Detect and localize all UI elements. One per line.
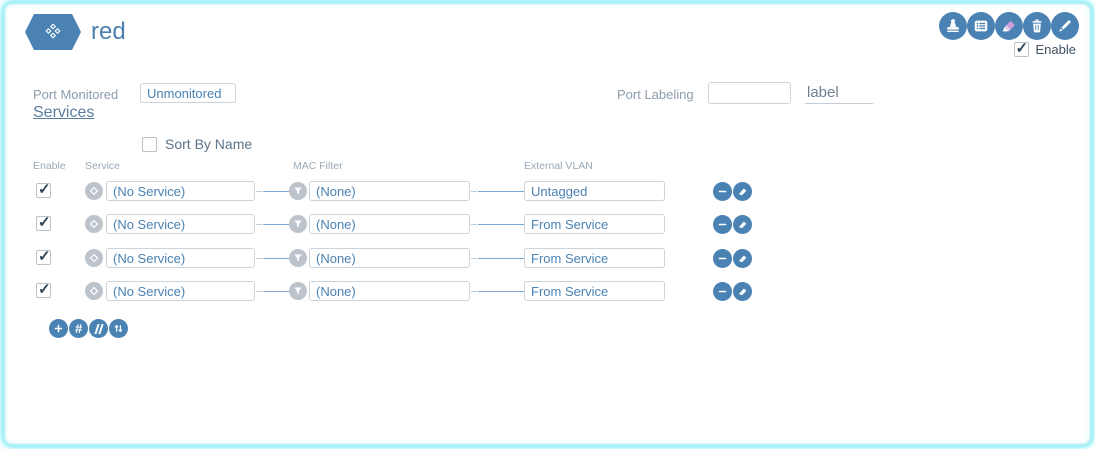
- service-row: [5, 180, 1090, 205]
- connector-line: [471, 258, 524, 259]
- port-monitored-label: Port Monitored: [33, 87, 119, 102]
- external-vlan-input[interactable]: [524, 214, 665, 234]
- connector-line: [471, 191, 524, 192]
- row-enable-checkbox[interactable]: [36, 180, 51, 198]
- list-icon: [974, 20, 988, 32]
- service-select[interactable]: [106, 181, 255, 201]
- remove-row-button[interactable]: [713, 282, 732, 301]
- minus-icon: [718, 223, 727, 226]
- pencil-icon: [1059, 19, 1072, 32]
- mac-filter-funnel-icon: [289, 249, 307, 267]
- double-slash-icon: [93, 323, 104, 334]
- sort-by-name-checkbox[interactable]: [142, 136, 157, 152]
- service-row: [5, 280, 1090, 305]
- external-vlan-input[interactable]: [524, 248, 665, 268]
- eraser-icon: [738, 288, 747, 296]
- stamp-icon: [947, 19, 959, 32]
- clone-services-button[interactable]: [89, 319, 108, 338]
- add-service-button[interactable]: [49, 319, 68, 338]
- mac-filter-select[interactable]: [309, 181, 470, 201]
- enable-label: Enable: [1035, 42, 1076, 57]
- trash-icon: [1032, 19, 1042, 33]
- service-diamond-icon: [85, 249, 103, 267]
- row-enable-checkbox[interactable]: [36, 247, 51, 265]
- plus-icon: [54, 324, 63, 333]
- service-diamond-icon: [85, 182, 103, 200]
- port-hexagon-badge: [25, 14, 81, 50]
- mac-filter-funnel-icon: [289, 215, 307, 233]
- eraser-icon: [738, 255, 747, 263]
- reorder-services-button[interactable]: [109, 319, 128, 338]
- reorder-arrows-icon: [114, 324, 123, 333]
- enable-toggle: Enable: [1013, 39, 1076, 57]
- sort-by-name-label: Sort By Name: [165, 136, 253, 152]
- service-select[interactable]: [106, 281, 255, 301]
- highlighter-icon: [1002, 21, 1015, 32]
- service-diamond-icon: [85, 215, 103, 233]
- service-select[interactable]: [106, 214, 255, 234]
- add-by-number-button[interactable]: #: [69, 319, 88, 338]
- column-header-service: Service: [85, 160, 121, 172]
- column-header-mac-filter: MAC Filter: [293, 160, 343, 172]
- services-heading-link[interactable]: Services: [33, 104, 95, 121]
- column-header-external-vlan: External VLAN: [524, 160, 593, 172]
- clear-row-button[interactable]: [733, 215, 752, 234]
- services-footer-toolbar: #: [49, 319, 128, 338]
- external-vlan-input[interactable]: [524, 181, 665, 201]
- minus-icon: [718, 257, 727, 260]
- mac-filter-select[interactable]: [309, 248, 470, 268]
- port-settings-panel: red: [3, 2, 1092, 446]
- row-enable-checkbox[interactable]: [36, 213, 51, 231]
- connector-line: [256, 191, 289, 192]
- external-vlan-input[interactable]: [524, 281, 665, 301]
- clear-row-button[interactable]: [733, 182, 752, 201]
- list-button[interactable]: [967, 12, 995, 40]
- remove-row-button[interactable]: [713, 182, 732, 201]
- connector-line: [256, 224, 289, 225]
- remove-row-button[interactable]: [713, 215, 732, 234]
- page-title: red: [91, 18, 126, 45]
- hash-icon: #: [74, 321, 83, 336]
- enable-checkbox[interactable]: [1013, 39, 1029, 57]
- remove-row-button[interactable]: [713, 249, 732, 268]
- header-toolbar: [939, 12, 1079, 40]
- column-header-enable: Enable: [33, 160, 66, 172]
- service-row: [5, 247, 1090, 272]
- sort-by-name-toggle: Sort By Name: [142, 136, 252, 152]
- mac-filter-select[interactable]: [309, 214, 470, 234]
- mac-filter-funnel-icon: [289, 182, 307, 200]
- port-labeling-label: Port Labeling: [617, 87, 694, 102]
- stamp-button[interactable]: [939, 12, 967, 40]
- clear-row-button[interactable]: [733, 249, 752, 268]
- mac-filter-select[interactable]: [309, 281, 470, 301]
- diamond-lattice-icon: [45, 23, 61, 39]
- clear-row-button[interactable]: [733, 282, 752, 301]
- connector-line: [256, 291, 289, 292]
- service-row: [5, 213, 1090, 238]
- minus-icon: [718, 190, 727, 193]
- delete-button[interactable]: [1023, 12, 1051, 40]
- edit-button[interactable]: [1051, 12, 1079, 40]
- service-diamond-icon: [85, 282, 103, 300]
- eraser-icon: [738, 188, 747, 196]
- port-labeling-input[interactable]: [708, 82, 791, 104]
- eraser-icon: [738, 221, 747, 229]
- connector-line: [471, 291, 524, 292]
- service-select[interactable]: [106, 248, 255, 268]
- row-enable-checkbox[interactable]: [36, 280, 51, 298]
- port-monitored-input[interactable]: [140, 83, 236, 103]
- minus-icon: [718, 290, 727, 293]
- port-label-text-input[interactable]: [805, 81, 873, 104]
- connector-line: [256, 258, 289, 259]
- connector-line: [471, 224, 524, 225]
- highlighter-button[interactable]: [995, 12, 1023, 40]
- mac-filter-funnel-icon: [289, 282, 307, 300]
